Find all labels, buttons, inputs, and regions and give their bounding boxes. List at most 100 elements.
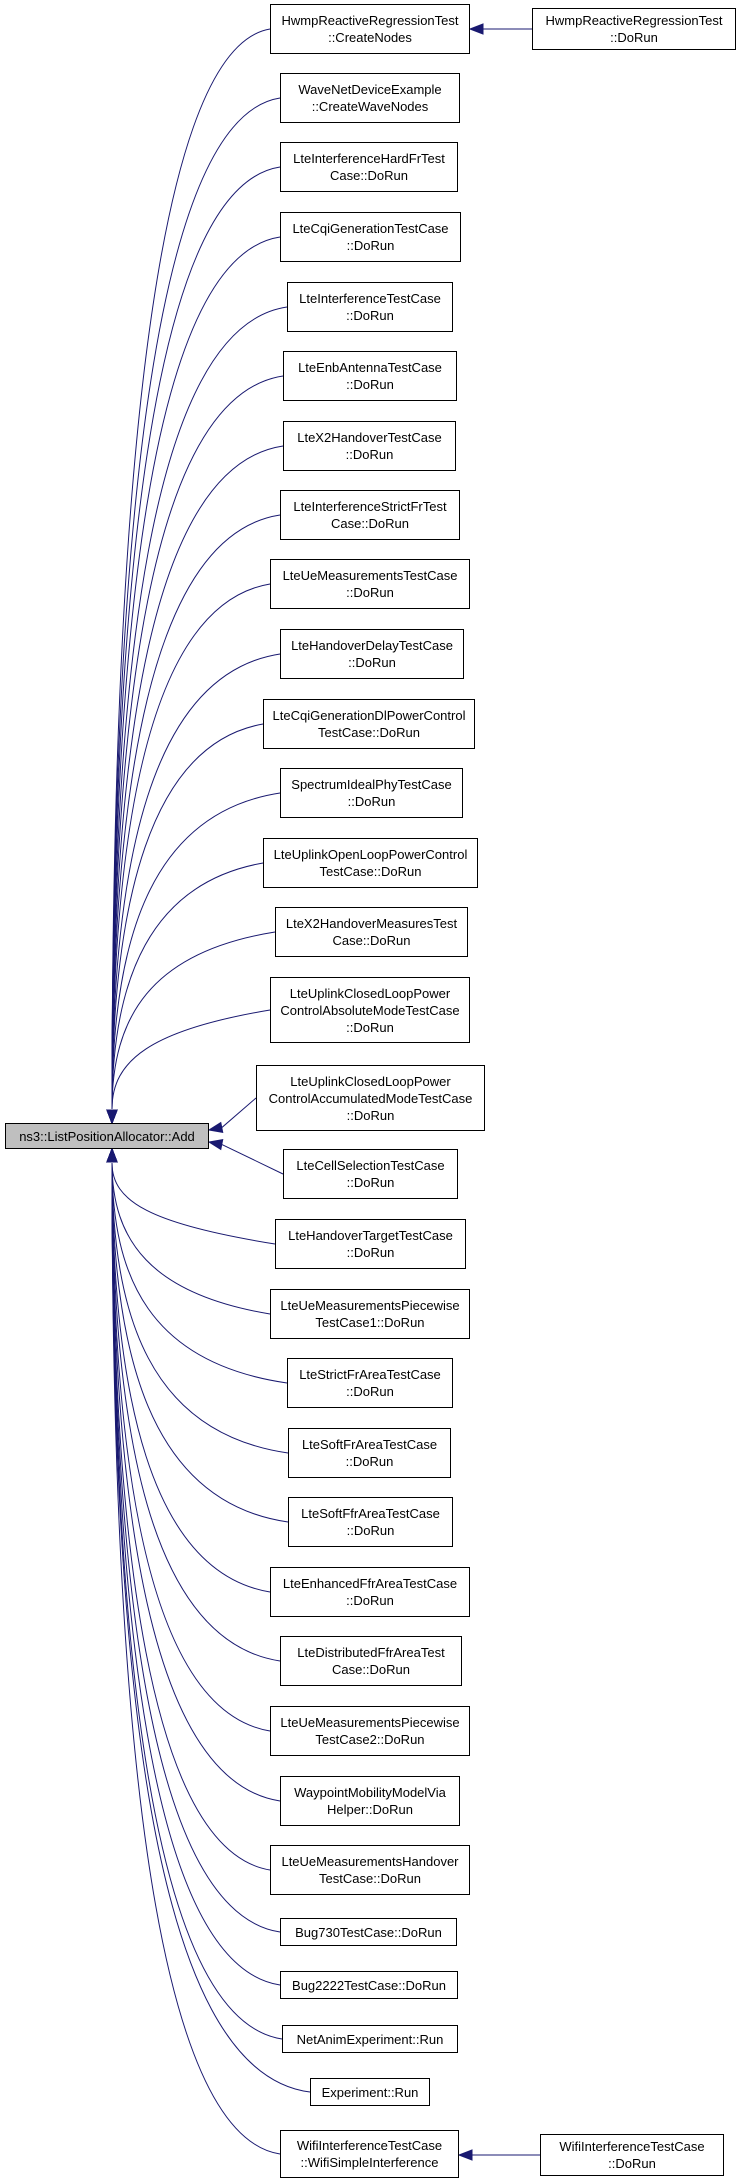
edge-lte-distffr-area bbox=[111, 1162, 281, 1662]
edge-bug2222 bbox=[111, 1162, 281, 1986]
node-lte-antenna[interactable]: LteEnbAntennaTestCase::DoRun bbox=[283, 351, 457, 401]
node-label-line: ::DoRun bbox=[610, 30, 658, 45]
node-label-line: TestCase::DoRun bbox=[319, 1871, 421, 1886]
node-label: WifiInterferenceTestCase::WifiSimpleInte… bbox=[297, 2137, 442, 2171]
node-label: WifiInterferenceTestCase::DoRun bbox=[559, 2138, 704, 2172]
edge-wifi-interf bbox=[111, 1162, 281, 2155]
node-lte-uemeas[interactable]: LteUeMeasurementsTestCase::DoRun bbox=[270, 559, 470, 609]
node-label: LteSoftFrAreaTestCase::DoRun bbox=[302, 1436, 437, 1470]
node-label-line: Bug730TestCase::DoRun bbox=[295, 1924, 442, 1940]
node-label: ns3::ListPositionAllocator::Add bbox=[19, 1128, 195, 1145]
node-label-line: ::DoRun bbox=[346, 1384, 394, 1399]
edge-lte-uemeas-ho bbox=[111, 1162, 271, 1871]
node-label-line: ::DoRun bbox=[346, 238, 395, 253]
edge-lte-strictfr bbox=[111, 514, 281, 1110]
node-hwmp-create[interactable]: HwmpReactiveRegressionTest::CreateNodes bbox=[270, 4, 470, 54]
edge-wave-create bbox=[111, 97, 281, 1110]
node-lte-x2[interactable]: LteX2HandoverTestCase::DoRun bbox=[283, 421, 456, 471]
node-label-line: ::DoRun bbox=[346, 308, 394, 323]
node-label-line: LteX2HandoverTestCase bbox=[297, 430, 442, 445]
edge-lte-enhffr-area bbox=[111, 1162, 271, 1593]
edge-arrow bbox=[457, 2149, 473, 2161]
node-label-line: ::CreateNodes bbox=[328, 30, 412, 45]
edge-arrow bbox=[468, 23, 484, 35]
edge-lte-softffr-area bbox=[111, 1162, 289, 1523]
node-wifi-dorun[interactable]: WifiInterferenceTestCase::DoRun bbox=[540, 2134, 724, 2176]
node-label-line: LteEnhancedFfrAreaTestCase bbox=[282, 1576, 458, 1591]
node-label-line: LteHandoverDelayTestCase bbox=[291, 638, 453, 653]
node-label-line: LteUplinkOpenLoopPowerControl bbox=[273, 847, 468, 862]
node-label-line: TestCase::DoRun bbox=[319, 864, 422, 879]
edge-lte-uemeas bbox=[111, 583, 271, 1110]
node-lte-strictfr-area[interactable]: LteStrictFrAreaTestCase::DoRun bbox=[287, 1358, 453, 1408]
node-label-line: ::DoRun bbox=[346, 1523, 395, 1538]
node-label-line: WifiInterferenceTestCase bbox=[296, 2138, 443, 2153]
node-label-line: ::WifiSimpleInterference bbox=[300, 2155, 439, 2170]
node-bug730[interactable]: Bug730TestCase::DoRun bbox=[280, 1918, 457, 1946]
node-hwmp-dorun[interactable]: HwmpReactiveRegressionTest::DoRun bbox=[532, 8, 736, 50]
node-label: HwmpReactiveRegressionTest::CreateNodes bbox=[281, 12, 458, 46]
node-label-line: Bug2222TestCase::DoRun bbox=[292, 1977, 446, 1993]
node-label-line: ::DoRun bbox=[347, 794, 396, 809]
node-label: LteX2HandoverTestCase::DoRun bbox=[297, 429, 442, 463]
node-experiment[interactable]: Experiment::Run bbox=[310, 2078, 430, 2106]
node-label: LteInterferenceTestCase::DoRun bbox=[299, 290, 441, 324]
node-lte-interf[interactable]: LteInterferenceTestCase::DoRun bbox=[287, 282, 453, 332]
node-label-line: LteUeMeasurementsHandover bbox=[281, 1854, 459, 1869]
node-label-line: ::DoRun bbox=[345, 1454, 394, 1469]
node-lte-hotarget[interactable]: LteHandoverTargetTestCase::DoRun bbox=[275, 1219, 466, 1269]
edge-hwmp-create bbox=[111, 28, 271, 1110]
node-label: HwmpReactiveRegressionTest::DoRun bbox=[545, 12, 722, 46]
node-wave-create[interactable]: WaveNetDeviceExample::CreateWaveNodes bbox=[280, 73, 460, 123]
node-bug2222[interactable]: Bug2222TestCase::DoRun bbox=[280, 1971, 458, 1999]
node-label: LteUeMeasurementsTestCase::DoRun bbox=[283, 567, 458, 601]
edge-lte-strictfr-area bbox=[111, 1162, 288, 1384]
edge-lte-hotarget bbox=[111, 1162, 276, 1245]
node-label-line: ::DoRun bbox=[345, 447, 394, 462]
edge-lte-ulopen bbox=[111, 862, 264, 1110]
node-lte-enhffr-area[interactable]: LteEnhancedFfrAreaTestCase::DoRun bbox=[270, 1567, 470, 1617]
node-spectrum-ideal[interactable]: SpectrumIdealPhyTestCase::DoRun bbox=[280, 768, 463, 818]
edge-lte-softfr-area bbox=[111, 1162, 289, 1454]
node-netanim[interactable]: NetAnimExperiment::Run bbox=[282, 2025, 458, 2053]
node-lte-softfr-area[interactable]: LteSoftFrAreaTestCase::DoRun bbox=[288, 1428, 451, 1478]
node-label-line: ::DoRun bbox=[608, 2156, 656, 2171]
node-label: LteCellSelectionTestCase::DoRun bbox=[296, 1157, 444, 1191]
node-lte-hodelay[interactable]: LteHandoverDelayTestCase::DoRun bbox=[280, 629, 464, 679]
node-label: LteSoftFfrAreaTestCase::DoRun bbox=[301, 1505, 440, 1539]
node-label-line: ::DoRun bbox=[346, 377, 394, 392]
node-label-line: LteEnbAntennaTestCase bbox=[298, 360, 442, 375]
node-label-line: TestCase1::DoRun bbox=[315, 1315, 425, 1330]
node-label-line: LteSoftFrAreaTestCase bbox=[301, 1437, 438, 1452]
node-label-line: LteUplinkClosedLoopPower bbox=[289, 985, 451, 1001]
edge-lte-uemeas-pw1 bbox=[111, 1162, 271, 1315]
node-wifi-interf[interactable]: WifiInterferenceTestCase::WifiSimpleInte… bbox=[280, 2130, 459, 2178]
node-label-line: WaveNetDeviceExample bbox=[298, 82, 442, 97]
edge-arrow bbox=[106, 1109, 118, 1125]
node-label-line: LteStrictFrAreaTestCase bbox=[299, 1367, 441, 1382]
node-lte-softffr-area[interactable]: LteSoftFfrAreaTestCase::DoRun bbox=[288, 1497, 453, 1547]
node-lte-cqi[interactable]: LteCqiGenerationTestCase::DoRun bbox=[280, 212, 461, 262]
node-lte-cellsel[interactable]: LteCellSelectionTestCase::DoRun bbox=[283, 1149, 458, 1199]
node-label-line: ::DoRun bbox=[346, 1019, 394, 1035]
node-label-line: LteCqiGenerationTestCase bbox=[292, 221, 449, 236]
